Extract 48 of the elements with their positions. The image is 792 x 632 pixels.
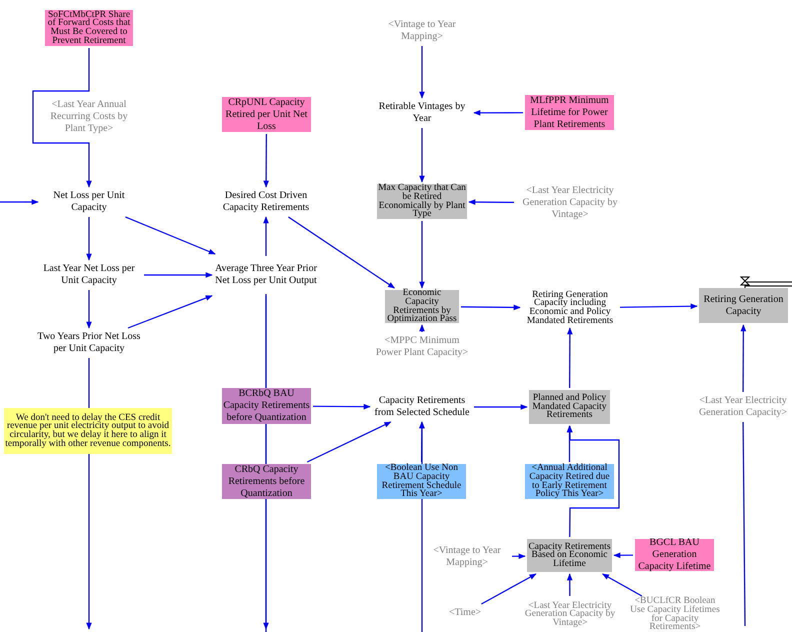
- arrow: [419, 46, 425, 99]
- variable-name: BGCL BAU Generation Capacity Lifetime: [637, 537, 712, 573]
- arrow: [313, 404, 371, 410]
- arrow: [613, 552, 633, 558]
- arrow: [473, 110, 523, 116]
- arrow: [419, 421, 425, 462]
- arrow: [512, 553, 526, 560]
- arrow: [86, 217, 92, 261]
- arrow: [620, 304, 698, 310]
- arrow: [0, 199, 39, 205]
- variable-name: MLfPPR Minimum Lifetime for Power Plant Retirements: [529, 94, 610, 130]
- variable-name: Retiring Generation Capacity: [702, 294, 784, 318]
- arrow: [128, 295, 213, 329]
- variable-name: CRpUNL Capacity Retired per Unit Net Loss: [224, 96, 308, 132]
- variable-name: Planned and Policy Mandated Capacity Retirements: [531, 394, 608, 420]
- arrow: [468, 199, 514, 205]
- arrow: [419, 324, 425, 332]
- arrow: [125, 216, 216, 255]
- variable-name: Economic Capacity Retirements by Optimization Pass: [386, 289, 458, 324]
- variable-name: <Annual Additional Capacity Retired due to Early Retirement Policy This Year>: [528, 464, 611, 499]
- arrow: [86, 290, 92, 329]
- variable-name: CRbQ Capacity Retirements before Quantization: [227, 464, 306, 500]
- arrow: [306, 421, 392, 463]
- arrow: [481, 573, 537, 605]
- variable-name: BCRbQ BAU Capacity Retirements before Quantization: [223, 388, 310, 424]
- arrow: [32, 48, 92, 188]
- arrow: [740, 324, 746, 392]
- arrow: [461, 304, 521, 310]
- arrow: [474, 404, 528, 410]
- note-text: We don't need to delay the CES credit revenue per unit electricity output to avoid circularity, but we delay it here to align it temporally with other revenue components.: [5, 414, 171, 448]
- variable-name: Max Capacity that Can be Retired Economically by Plant Type: [378, 184, 466, 219]
- arrow: [144, 272, 213, 278]
- arrow: [288, 216, 395, 288]
- note-box: [4, 408, 172, 454]
- arrow: [419, 221, 425, 289]
- arrow: [263, 134, 269, 188]
- variable-name: Capacity Retirements Based on Economic Lifetime: [528, 542, 611, 568]
- arrow: [566, 425, 572, 462]
- variable-label: Two Years Prior Net Loss per Unit Capacity: [36, 330, 142, 356]
- arrow: [419, 128, 425, 183]
- arrow: [602, 573, 642, 597]
- variable-name: <Boolean Use Non BAU Capacity Retirement Schedule This Year>: [380, 464, 462, 499]
- variable-name: SoFCtMbCtPR Share of Forward Costs that Must Be Covered to Prevent Retirement: [46, 10, 132, 46]
- arrow: [567, 425, 620, 537]
- variable-label: Average Three Year Prior Net Loss per Unit Output: [214, 256, 318, 294]
- arrow: [567, 327, 573, 388]
- arrow: [566, 573, 573, 596]
- variable-box: [699, 288, 788, 323]
